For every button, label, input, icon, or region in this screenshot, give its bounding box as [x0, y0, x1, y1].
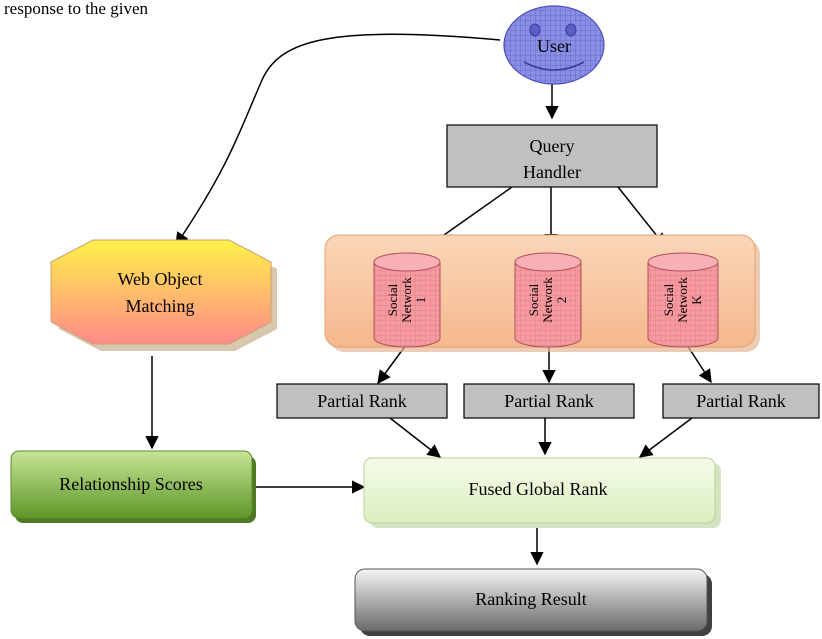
snk-line2: Network	[675, 277, 690, 323]
user-left-eye-icon	[529, 23, 541, 37]
web-object-matching-node: Web Object Matching	[50, 239, 277, 351]
sn1-line1: Social	[385, 283, 400, 316]
ranking-result-label: Ranking Result	[475, 589, 587, 609]
rank1-to-fused-arrow	[389, 417, 442, 458]
sn2-line2: Network	[540, 277, 555, 323]
partial-rank-1: Partial Rank	[276, 383, 448, 419]
partial-rank-1-label: Partial Rank	[317, 391, 406, 411]
sn2-line3: 2	[554, 297, 569, 304]
partial-rank-3-label: Partial Rank	[696, 391, 785, 411]
query-handler-node: Query Handler	[446, 124, 658, 188]
query-handler-line1: Query	[530, 136, 575, 156]
sn2-line1: Social	[526, 283, 541, 316]
fused-global-rank-label: Fused Global Rank	[469, 479, 608, 499]
relationship-scores-label: Relationship Scores	[59, 474, 202, 494]
user-right-eye-icon	[565, 23, 577, 37]
top-text: response to the given	[4, 0, 148, 18]
snk-line3: K	[689, 295, 704, 305]
fused-global-rank-node: Fused Global Rank	[363, 457, 721, 528]
ranking-result-node: Ranking Result	[354, 568, 712, 636]
sn1-line2: Network	[399, 277, 414, 323]
partial-rank-2: Partial Rank	[463, 383, 635, 419]
partial-rank-3: Partial Rank	[662, 383, 820, 419]
user-smile-icon	[523, 61, 585, 71]
partial-rank-2-label: Partial Rank	[504, 391, 593, 411]
query-handler-line2: Handler	[523, 162, 581, 182]
sn1-line3: 1	[413, 297, 428, 304]
social-network-2-db: Social Network 2	[514, 252, 582, 348]
wom-line2: Matching	[126, 296, 195, 316]
social-network-k-db: Social Network K	[647, 252, 719, 348]
social-network-1-db: Social Network 1	[373, 252, 441, 348]
wom-line1: Web Object	[117, 269, 202, 289]
user-label: User	[537, 36, 571, 56]
snk-line1: Social	[661, 283, 676, 316]
user-node: User	[503, 5, 605, 85]
relationship-scores-node: Relationship Scores	[10, 450, 256, 523]
rank3-to-fused-arrow	[638, 417, 693, 458]
user-to-web-object-arrow	[175, 33, 501, 247]
